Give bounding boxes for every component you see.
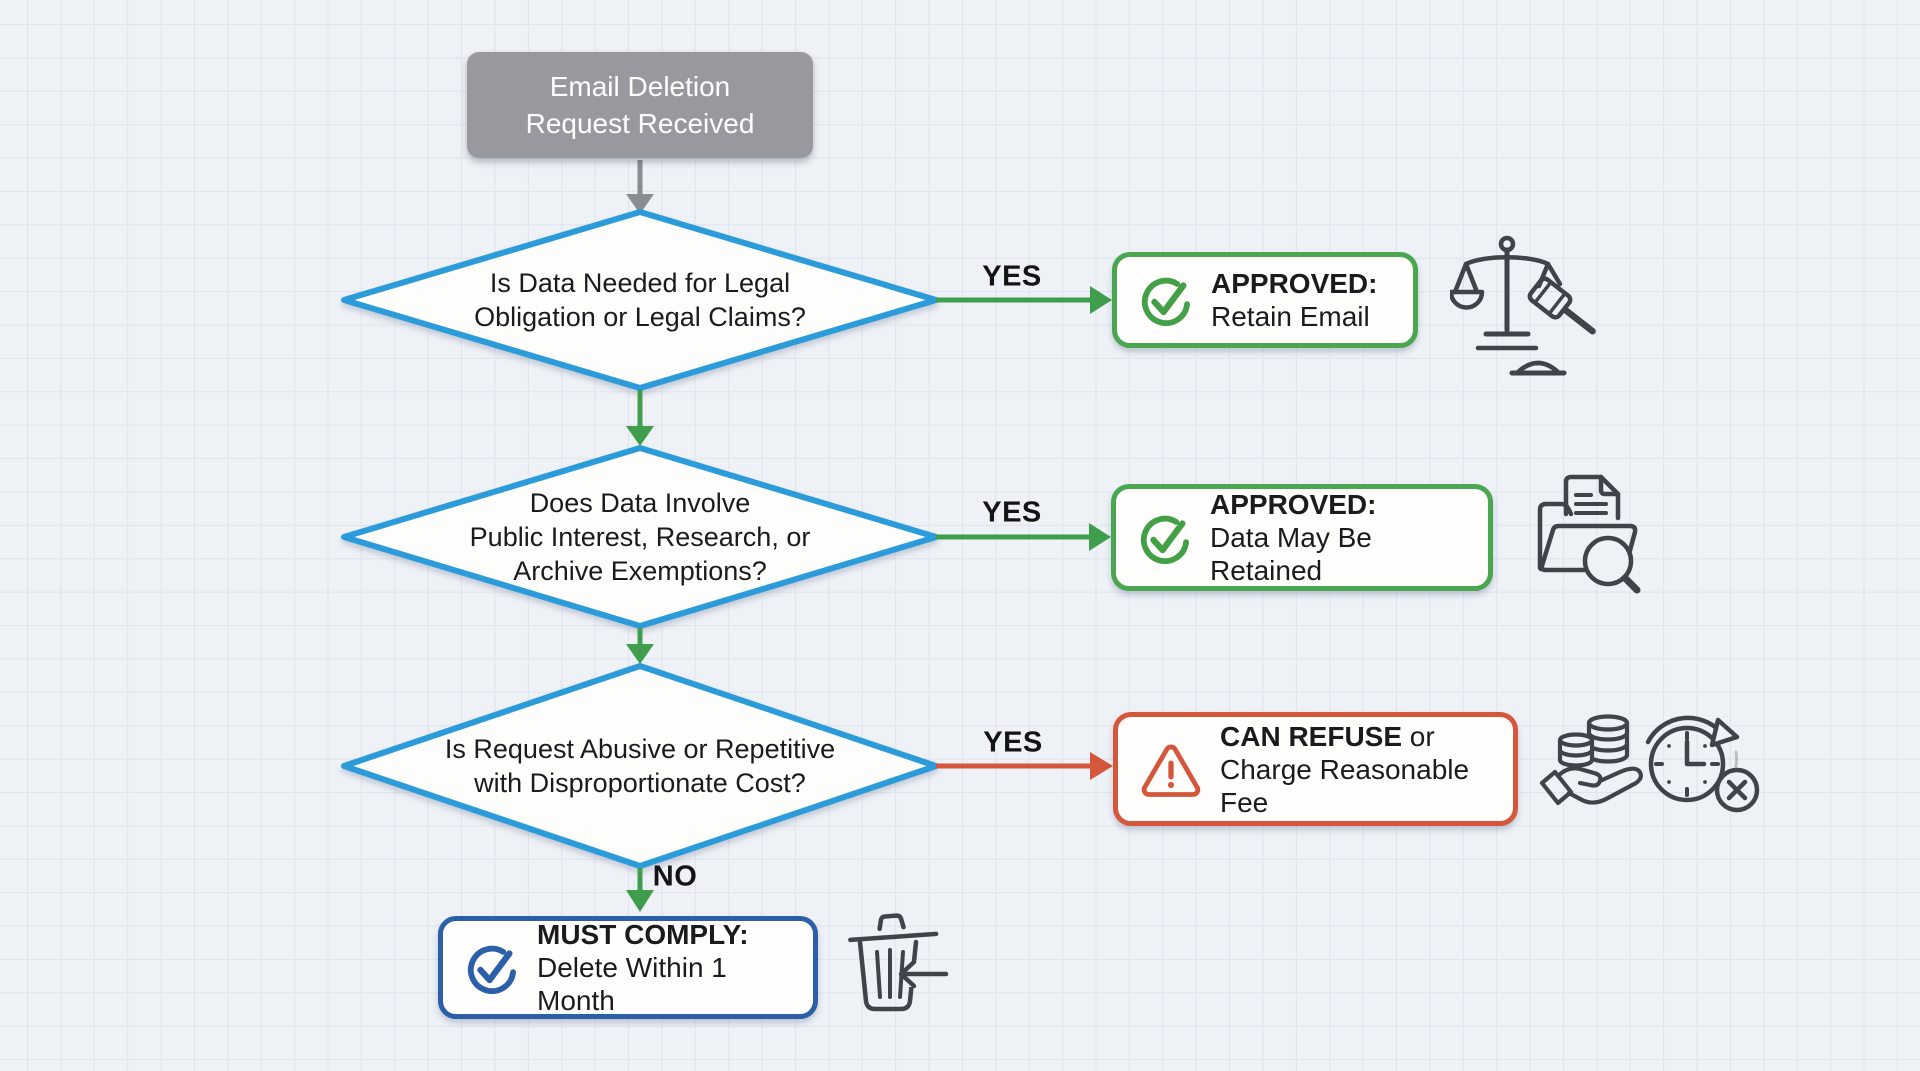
check-circle-icon <box>1138 511 1192 565</box>
outcome-sub: Delete Within 1 Month <box>537 952 727 1016</box>
decision-3-label: Is Request Abusive or Repetitive with Di… <box>444 734 836 798</box>
start-node-label: Email Deletion Request Received <box>525 71 755 139</box>
outcome-sub: Data May Be Retained <box>1210 522 1372 586</box>
warning-triangle-icon <box>1140 741 1202 797</box>
clock-deadline-icon <box>1645 715 1760 813</box>
no-label: NO <box>652 860 698 893</box>
check-circle-icon <box>465 941 519 995</box>
decision-diamond-1 <box>341 209 939 391</box>
outcome-strong: CAN REFUSE <box>1220 720 1403 752</box>
outcome-sub: Retain Email <box>1211 301 1370 332</box>
yes-label-2: YES <box>982 496 1042 529</box>
outcome-strong: APPROVED: <box>1211 268 1378 299</box>
folder-search-icon <box>1537 474 1641 594</box>
hand-coins-icon <box>1539 714 1644 806</box>
outcome-can-refuse: CAN REFUSE or Charge Reasonable Fee <box>1113 712 1518 826</box>
outcome-rest: or <box>1402 720 1435 752</box>
connector-no-to-comply <box>626 868 654 912</box>
connector-decision-1-to-2 <box>626 390 654 446</box>
decision-diamond-3 <box>341 663 939 869</box>
outcome-text: APPROVED: Data May Be Retained <box>1210 488 1468 587</box>
outcome-approved-data-retained: APPROVED: Data May Be Retained <box>1111 484 1493 591</box>
outcome-approved-retain-email: APPROVED: Retain Email <box>1112 252 1418 348</box>
connector-yes-1 <box>936 286 1112 314</box>
decision-1-label: Is Data Needed for Legal Obligation or L… <box>474 268 806 332</box>
outcome-must-comply: MUST COMPLY: Delete Within 1 Month <box>438 916 818 1019</box>
outcome-text: CAN REFUSE or Charge Reasonable Fee <box>1220 720 1493 819</box>
outcome-text: MUST COMPLY: Delete Within 1 Month <box>537 918 793 1017</box>
connector-start-to-decision-1 <box>626 160 654 214</box>
outcome-strong: MUST COMPLY: <box>537 919 749 950</box>
outcome-text: APPROVED: Retain Email <box>1211 267 1377 333</box>
check-circle-icon <box>1139 273 1193 327</box>
connector-decision-2-to-3 <box>626 628 654 664</box>
scales-gavel-icon <box>1450 235 1596 376</box>
connector-yes-2 <box>936 523 1111 551</box>
start-node: Email Deletion Request Received <box>467 52 813 158</box>
yes-label-3: YES <box>983 726 1043 759</box>
decision-2-label: Does Data Involve Public Interest, Resea… <box>469 488 811 586</box>
yes-label-1: YES <box>982 260 1042 293</box>
outcome-strong: APPROVED: <box>1210 489 1377 520</box>
decision-diamond-2 <box>341 445 939 629</box>
trash-delete-icon <box>848 913 949 1012</box>
outcome-sub: Charge Reasonable Fee <box>1220 753 1470 818</box>
connector-yes-3 <box>936 752 1113 780</box>
